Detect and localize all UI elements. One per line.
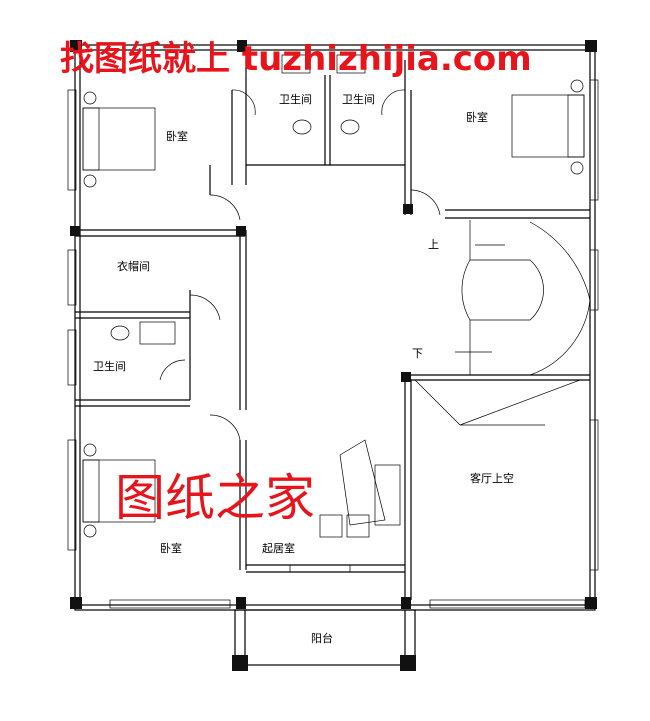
bed-nw [82,91,156,188]
room-label-bedroom-nw: 卧室 [166,129,188,143]
bed-ne [511,79,585,175]
room-label-bathroom-3: 卫生间 [93,359,126,373]
sofa-set [319,439,401,538]
room-label-balcony: 阳台 [311,631,333,645]
room-label-living-room: 起居室 [262,541,295,555]
stair-up-label: 上 [428,238,439,251]
columns [70,40,597,671]
stair-down-label: 下 [412,347,423,360]
room-label-bathroom-1: 卫生间 [279,92,312,106]
room-label-walk-in-closet: 衣帽间 [117,259,150,273]
walls [74,44,596,666]
watermark-top: 找图纸就上 tuzhizhijia.com [60,39,532,79]
bed-sw [82,443,156,538]
room-label-bedroom-ne: 卧室 [466,110,488,124]
windows [67,79,599,609]
watermark-middle: 图纸之家 [115,469,315,527]
staircase [455,220,591,376]
room-label-void: 客厅上空 [470,471,514,485]
room-label-bedroom-sw: 卧室 [160,541,182,555]
toilets [110,54,366,345]
doors [159,89,441,441]
room-label-bathroom-2: 卫生间 [342,92,375,106]
